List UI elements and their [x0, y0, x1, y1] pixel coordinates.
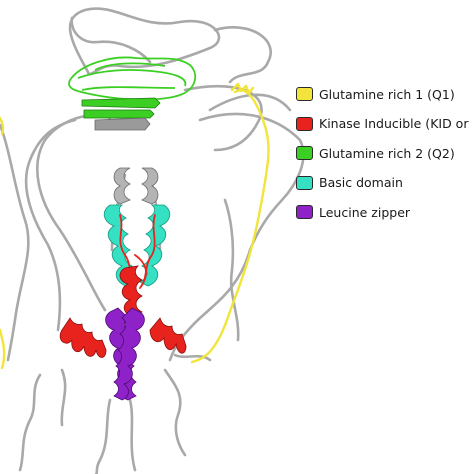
legend-item-q1: Glutamine rich 1 (Q1): [296, 86, 468, 102]
legend-item-kid: Kinase Inducible (KID or: [296, 116, 468, 132]
grey-helices: [113, 167, 159, 205]
leucine-zipper-helices: [105, 307, 145, 401]
legend-swatch-kid: [296, 116, 313, 131]
legend-item-q2: Glutamine rich 2 (Q2): [296, 145, 468, 161]
beta-sheet-grey: [94, 117, 151, 131]
q2-region: [68, 56, 197, 101]
q2-beta-sheet: [81, 97, 161, 119]
legend-item-basic-domain: Basic domain: [296, 175, 468, 191]
legend-swatch-leucine-zipper: [296, 205, 313, 219]
legend-label-leucine-zipper: Leucine zipper: [319, 204, 411, 220]
legend-label-q2: Glutamine rich 2 (Q2): [319, 145, 455, 161]
domain-legend: Glutamine rich 1 (Q1) Kinase Inducible (…: [296, 86, 468, 234]
legend-swatch-q1: [296, 87, 313, 101]
legend-swatch-basic-domain: [296, 175, 313, 190]
legend-label-basic-domain: Basic domain: [319, 175, 403, 190]
q1-region: [0, 82, 270, 370]
legend-item-leucine-zipper: Leucine zipper: [296, 204, 468, 220]
legend-label-q1: Glutamine rich 1 (Q1): [319, 86, 455, 102]
kid-helices: [59, 265, 187, 358]
legend-swatch-q2: [296, 146, 313, 160]
legend-label-kid: Kinase Inducible (KID or: [319, 116, 469, 131]
